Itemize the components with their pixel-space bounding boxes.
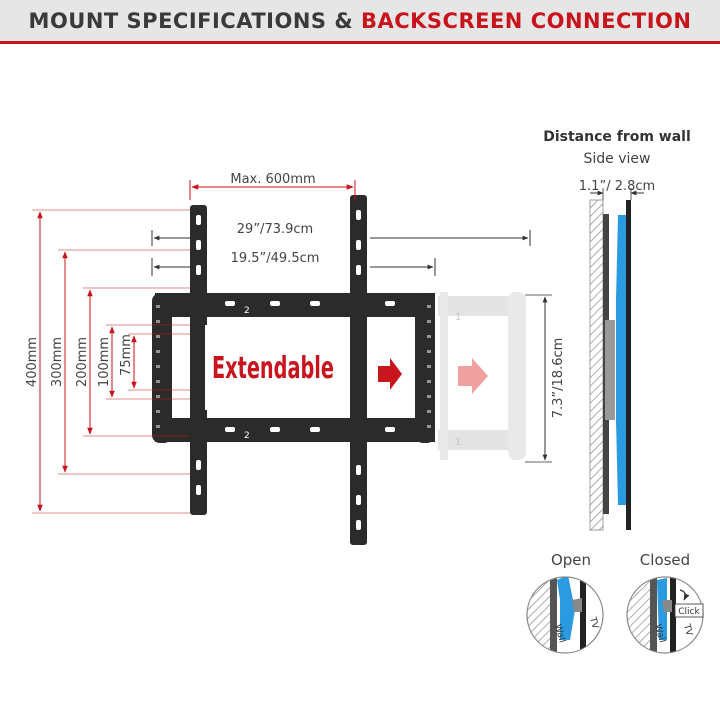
dimension-height-100: 100mm xyxy=(97,324,190,400)
height-300-label: 300mm xyxy=(50,337,65,387)
ghost-mark-1: 1 xyxy=(455,312,461,323)
click-label: Click xyxy=(678,607,700,617)
side-view-title: Distance from wall xyxy=(543,129,691,145)
page-header: MOUNT SPECIFICATIONS & BACKSCREEN CONNEC… xyxy=(0,0,720,44)
dimension-width-29: 29”/73.9cm xyxy=(151,222,531,246)
slot-mark-top: 2 xyxy=(244,306,250,316)
header-title-main: MOUNT SPECIFICATIONS & xyxy=(28,9,361,33)
height-75-label: 75mm xyxy=(119,334,134,376)
dimension-height-400: 400mm xyxy=(25,209,190,514)
arrow-right-icon xyxy=(378,358,402,390)
height-400-label: 400mm xyxy=(25,337,40,387)
closed-label: Closed xyxy=(640,551,690,569)
side-view-subtitle: Side view xyxy=(584,151,651,167)
ghost-mark-2: 1 xyxy=(455,437,461,448)
arrow-right-faded-icon xyxy=(458,358,488,394)
dimension-max-width: Max. 600mm xyxy=(189,172,356,200)
height-100-label: 100mm xyxy=(97,337,112,387)
wall-bracket: 2 2 xyxy=(152,195,435,545)
tv-label-open: TV xyxy=(587,615,600,631)
side-view-drawing xyxy=(589,199,631,531)
dimension-height-300: 300mm xyxy=(50,249,190,475)
max-width-label: Max. 600mm xyxy=(230,172,315,187)
height-200-label: 200mm xyxy=(75,337,90,387)
slot-mark-bottom: 2 xyxy=(244,431,250,441)
width-29-label: 29”/73.9cm xyxy=(237,222,313,237)
extendable-label: Extendable xyxy=(212,351,334,386)
dimension-height-extended: 7.3”/18.6cm xyxy=(525,294,566,463)
lock-closed-detail: Click Wall TV xyxy=(626,576,704,654)
open-label: Open xyxy=(551,551,591,569)
dimension-height-200: 200mm xyxy=(75,287,190,437)
header-title-accent: BACKSCREEN CONNECTION xyxy=(360,9,692,33)
ghost-bracket: 1 1 xyxy=(438,292,526,460)
tv-label-closed: TV xyxy=(681,622,694,638)
wall-label-closed: Wall xyxy=(652,623,667,644)
dimension-width-19: 19.5”/49.5cm xyxy=(151,251,436,276)
width-19-label: 19.5”/49.5cm xyxy=(231,251,320,266)
side-view-distance: 1.1”/ 2.8cm xyxy=(579,179,655,200)
distance-label: 1.1”/ 2.8cm xyxy=(579,179,655,194)
lock-open-detail: Wall TV xyxy=(526,576,604,654)
height-extended-label: 7.3”/18.6cm xyxy=(551,338,566,419)
dimension-height-75: 75mm xyxy=(119,333,190,391)
wall-label-open: Wall xyxy=(552,623,567,644)
